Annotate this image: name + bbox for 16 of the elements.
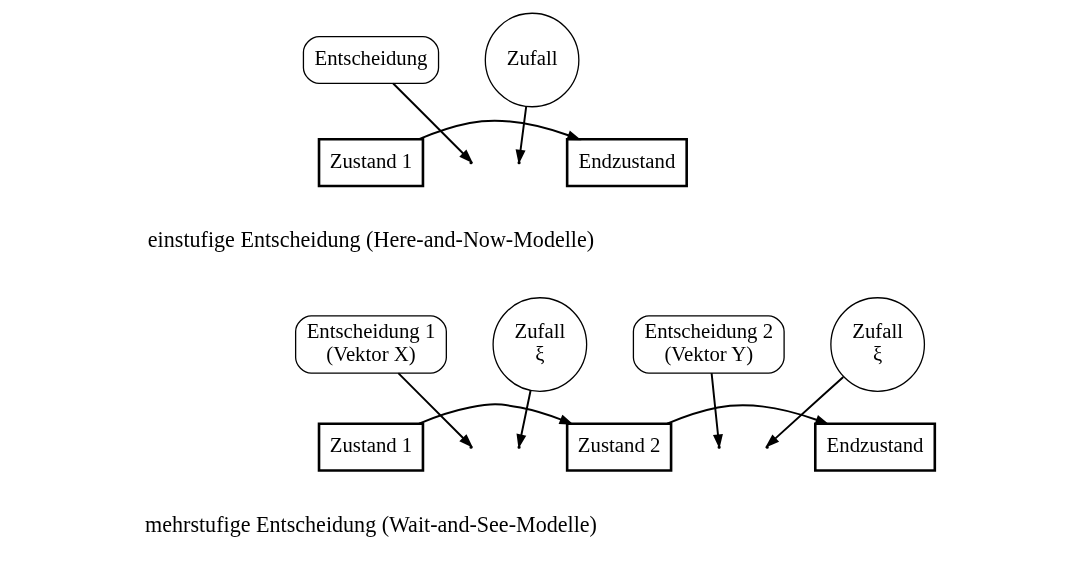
node-box: Endzustand: [813, 422, 936, 472]
arrow: [417, 403, 574, 425]
node-box: Endzustand: [565, 137, 688, 188]
label: mehrstufige Entscheidung (Wait-and-See-Modelle): [144, 511, 597, 537]
node-box: Entscheidung: [302, 35, 439, 85]
node-circle: Zufall ξ: [829, 297, 925, 392]
node-box: Zustand 1: [317, 422, 424, 472]
node-box: Zustand 1: [317, 137, 424, 188]
node-circle: Zufall ξ: [491, 297, 587, 392]
arrow: [417, 119, 581, 141]
arrow: [665, 404, 830, 425]
node-circle: Zufall: [484, 12, 579, 108]
node-box: Entscheidung 1 (Vektor X): [294, 315, 447, 374]
node-box: Entscheidung 2 (Vektor Y): [632, 315, 785, 374]
node-box: Zustand 2: [565, 422, 672, 472]
label: einstufige Entscheidung (Here-and-Now-Modelle): [147, 227, 594, 253]
